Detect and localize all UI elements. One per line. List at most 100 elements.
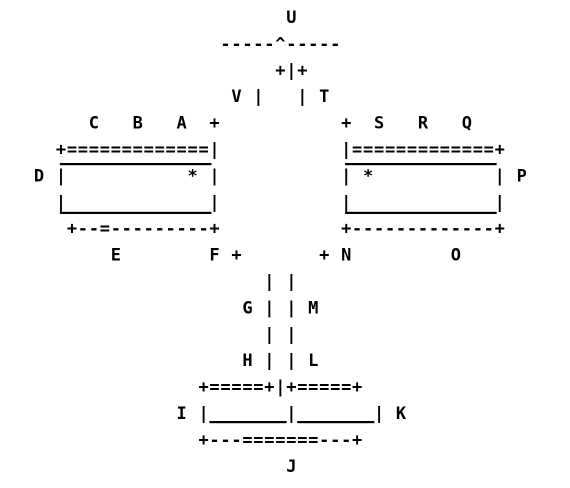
ascii-glyph: = [308,430,318,450]
ascii-glyph: | [56,193,66,213]
wing-inner-rule [345,163,497,166]
ascii-glyph: - [308,34,318,54]
node-label-l: L [308,351,318,371]
ascii-glyph: + [209,114,219,134]
ascii-glyph: + [275,61,285,81]
ascii-glyph: - [473,219,483,239]
ascii-glyph: = [253,378,263,398]
ascii-glyph: = [122,140,132,160]
ascii-glyph: | [56,166,66,186]
node-label-m: M [308,298,318,318]
ascii-glyph: = [231,378,241,398]
ascii-glyph: - [187,219,197,239]
ascii-glyph: - [385,219,395,239]
ascii-glyph: | [286,351,296,371]
ascii-glyph: - [363,219,373,239]
ascii-glyph: | [286,325,296,345]
ascii-glyph: = [385,140,395,160]
ascii-glyph: = [67,140,77,160]
ascii-glyph: - [297,34,307,54]
ascii-glyph: - [374,219,384,239]
ascii-glyph: | [198,404,208,424]
ascii-glyph: + [286,378,296,398]
ascii-glyph: = [308,378,318,398]
ascii-glyph: = [341,378,351,398]
ascii-glyph: - [352,219,362,239]
node-label-n: N [341,246,351,266]
ascii-glyph: = [407,140,417,160]
underscore-rule [264,421,276,424]
ascii-glyph: + [56,140,66,160]
ascii-glyph: | [286,61,296,81]
ascii-glyph: = [133,140,143,160]
ascii-glyph: - [462,219,472,239]
underscore-rule [231,421,243,424]
ascii-glyph: - [177,219,187,239]
node-label-i: I [177,404,187,424]
ascii-glyph: | [286,298,296,318]
ascii-glyph: = [264,430,274,450]
ascii-glyph: = [418,140,428,160]
ascii-glyph: | [341,166,351,186]
ascii-glyph: = [100,140,110,160]
ascii-glyph: = [363,140,373,160]
ascii-glyph: + [231,246,241,266]
ascii-glyph: + [297,61,307,81]
ascii-glyph: - [264,34,274,54]
ascii-glyph: = [242,378,252,398]
ascii-glyph: = [396,140,406,160]
ascii-glyph: + [264,378,274,398]
ascii-glyph: - [111,219,121,239]
ascii-glyph: * [363,166,373,186]
ascii-glyph: = [242,430,252,450]
ascii-glyph: | [495,193,505,213]
ascii-glyph: - [429,219,439,239]
underscore-rule [363,421,375,424]
ascii-glyph: = [89,140,99,160]
node-label-f: F [209,246,219,266]
wing-inner-rule [345,211,497,214]
underscore-rule [209,421,221,424]
ascii-glyph: | [286,272,296,292]
wing-inner-rule [59,211,212,214]
ascii-glyph: = [286,430,296,450]
ascii-glyph: - [484,219,494,239]
wing-inner-rule [59,163,212,166]
ascii-glyph: | [286,404,296,424]
ascii-glyph: = [484,140,494,160]
ascii-glyph: | [374,404,384,424]
ascii-glyph: + [67,219,77,239]
ascii-glyph: - [231,34,241,54]
ascii-glyph: = [177,140,187,160]
ascii-glyph: * [187,166,197,186]
underscore-rule [330,421,342,424]
ascii-glyph: = [374,140,384,160]
node-label-b: B [133,114,143,134]
ascii-glyph: - [220,430,230,450]
underscore-rule [275,421,287,424]
node-label-a: A [177,114,187,134]
ascii-glyph: | [275,378,285,398]
ascii-glyph: = [440,140,450,160]
node-label-k: K [396,404,407,424]
node-label-t: T [319,87,329,107]
ascii-glyph: = [352,140,362,160]
ascii-glyph: | [495,166,505,186]
ascii-glyph: - [133,219,143,239]
ascii-glyph: - [198,219,208,239]
node-label-h: H [242,351,252,371]
ascii-glyph: = [198,140,208,160]
ascii-glyph: - [242,34,252,54]
ascii-glyph: = [275,430,285,450]
diagram-rules [59,163,497,424]
ascii-glyph: - [286,34,296,54]
ascii-glyph: - [144,219,154,239]
underscore-rule [253,421,265,424]
ascii-glyph: + [341,114,351,134]
ascii-glyph: - [396,219,406,239]
ascii-glyph: | [209,193,219,213]
node-label-r: R [418,114,429,134]
ascii-glyph: ^ [275,34,285,54]
ascii-glyph: + [495,140,505,160]
